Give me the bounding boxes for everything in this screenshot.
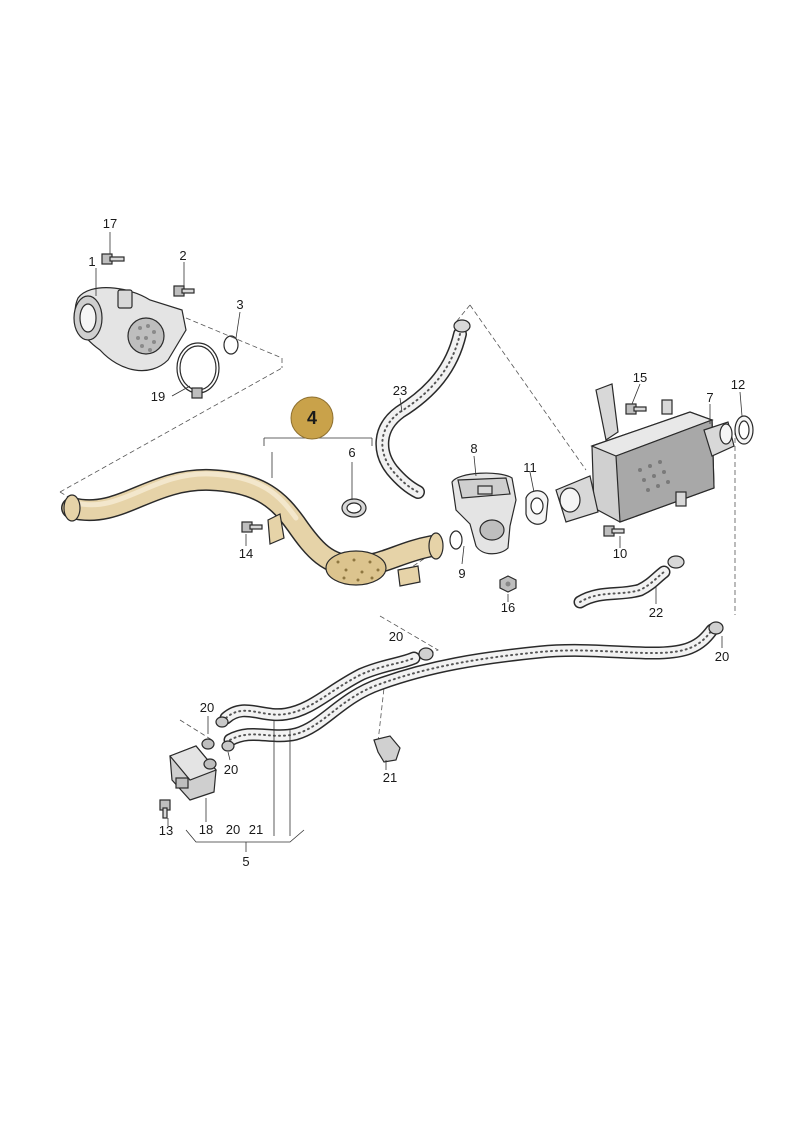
callout-20-b[interactable]: 20	[715, 649, 729, 664]
callout-20-d[interactable]: 20	[224, 762, 238, 777]
bolt-part-17	[101, 253, 125, 265]
callout-18[interactable]: 18	[199, 822, 213, 837]
callout-14[interactable]: 14	[239, 546, 253, 561]
callout-3[interactable]: 3	[236, 297, 243, 312]
gasket-part-11	[525, 490, 549, 525]
egr-valve-part-8	[451, 472, 517, 555]
callout-labels: 17 1 2 3 19 23 8 6 11 15 12 7 14 9 10 16…	[88, 216, 745, 869]
callout-16[interactable]: 16	[501, 600, 515, 615]
callout-7[interactable]: 7	[706, 390, 713, 405]
bolt-part-15	[625, 403, 647, 415]
egr-cooler-part-7	[555, 383, 735, 523]
callout-6[interactable]: 6	[348, 445, 355, 460]
hose-part-22	[573, 555, 685, 609]
callout-11[interactable]: 11	[523, 460, 537, 475]
callout-13[interactable]: 13	[159, 823, 173, 838]
callout-1[interactable]: 1	[88, 254, 95, 269]
gasket-part-12	[734, 415, 754, 445]
coolant-hoses-part-5	[219, 621, 724, 747]
callout-2[interactable]: 2	[179, 248, 186, 263]
seal-ring-part-3	[223, 335, 239, 355]
callout-15[interactable]: 15	[633, 370, 647, 385]
callout-22[interactable]: 22	[649, 605, 663, 620]
bolt-part-14	[241, 521, 263, 533]
callout-20-e[interactable]: 20	[226, 822, 240, 837]
callout-21-a[interactable]: 21	[383, 770, 397, 785]
egr-pipe-part-4	[61, 468, 444, 587]
callout-23[interactable]: 23	[393, 383, 407, 398]
nut-part-16	[499, 575, 517, 593]
callout-5[interactable]: 5	[242, 854, 249, 869]
bolt-part-2	[173, 285, 195, 297]
clip-part-20-group	[215, 716, 235, 752]
bolt-part-10	[603, 525, 625, 537]
callout-10[interactable]: 10	[613, 546, 627, 561]
leader-lines	[95, 232, 743, 852]
assembly-dashed-lines	[59, 304, 736, 743]
clamp-part-6	[341, 498, 367, 518]
callout-19[interactable]: 19	[151, 389, 165, 404]
callout-9[interactable]: 9	[458, 566, 465, 581]
clamp-part-19	[176, 342, 220, 399]
callout-21-b[interactable]: 21	[249, 822, 263, 837]
egr-housing-part-1	[73, 287, 187, 372]
callout-12[interactable]: 12	[731, 377, 745, 392]
bolt-part-13	[159, 799, 171, 819]
callout-20-c[interactable]: 20	[200, 700, 214, 715]
clip-part-21	[373, 735, 401, 763]
valve-part-18	[169, 738, 217, 801]
hose-part-23	[375, 319, 471, 499]
callout-20-a[interactable]: 20	[389, 629, 403, 644]
highlight-badge-label: 4	[307, 408, 317, 428]
highlight-badge[interactable]: 4	[290, 396, 334, 440]
callout-8[interactable]: 8	[470, 441, 477, 456]
callout-17[interactable]: 17	[103, 216, 117, 231]
gasket-part-9	[449, 530, 463, 550]
